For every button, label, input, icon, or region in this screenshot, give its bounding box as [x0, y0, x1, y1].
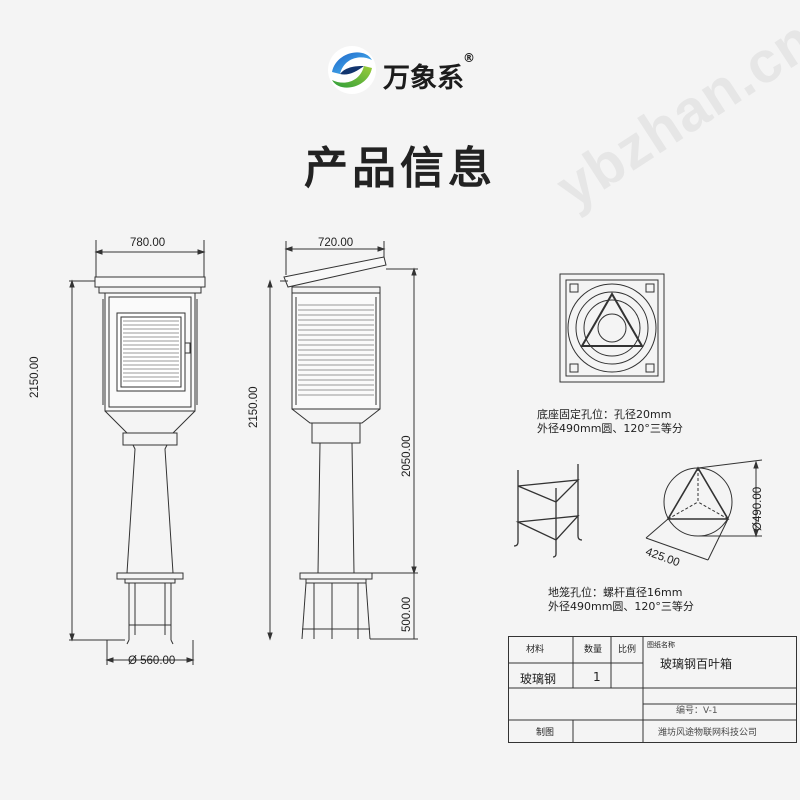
anchor-diameter-dimension: Ø490.00 [752, 486, 764, 531]
anchor-note-line2: 外径490mm圆、120°三等分 [548, 600, 694, 613]
title-block-grid [508, 636, 797, 743]
title-block-drawn-by: 制图 [536, 728, 555, 738]
front-base-diameter-dimension: Ø 560.00 [128, 655, 176, 667]
anchor-frame-top-drawing [645, 459, 763, 561]
side-body-height-dimension: 2050.00 [401, 435, 413, 477]
side-top-width-dimension: 720.00 [318, 237, 354, 249]
anchor-note-line1: 地笼孔位：螺杆直径16mm [548, 586, 683, 599]
title-block-header-quantity: 数量 [584, 645, 603, 655]
brand-name: 万象系 [383, 63, 464, 94]
page-title: 产品信息 [304, 143, 496, 194]
title-block-header-scale: 比例 [618, 645, 637, 655]
base-plate-note-line1: 底座固定孔位：孔径20mm [537, 408, 672, 421]
front-height-dimension: 2150.00 [29, 356, 41, 398]
title-block-material: 玻璃钢 [520, 672, 557, 686]
side-view-drawing [267, 241, 418, 641]
side-base-height-dimension: 500.00 [401, 596, 413, 632]
brand-logo-icon [328, 46, 376, 94]
title-block-company: 潍坊风途物联网科技公司 [658, 728, 758, 738]
title-block-quantity: 1 [593, 670, 601, 684]
front-view-drawing [69, 240, 206, 665]
front-top-width-dimension: 780.00 [130, 237, 166, 249]
anchor-frame-iso-drawing [513, 464, 583, 558]
base-plate-note-line2: 外径490mm圆、120°三等分 [537, 422, 683, 435]
title-block-drawing-no: 编号：V-1 [676, 706, 718, 716]
registered-mark: ® [463, 51, 475, 65]
title-block-header-name: 图纸名称 [647, 641, 675, 649]
base-plate-drawing [559, 273, 665, 383]
side-total-height-dimension: 2150.00 [248, 386, 260, 428]
title-block-header-material: 材料 [526, 645, 545, 655]
title-block-product-name: 玻璃钢百叶箱 [660, 657, 733, 671]
